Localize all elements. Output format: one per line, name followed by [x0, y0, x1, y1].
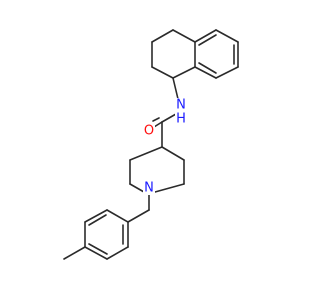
tolyl-double-1: [88, 214, 107, 226]
carbonyl-double-bond-a: [153, 121, 163, 128]
piperidine-nitrogen-label: N: [144, 181, 154, 196]
piperidine-bond-c4-c3: [161, 146, 185, 161]
aromatic-bond-5: [194, 66, 217, 79]
structure-diagram: O N H N: [63, 29, 239, 260]
aromatic-bond-1: [194, 29, 217, 43]
carbonyl-double-bond-b: [152, 117, 160, 122]
c1-nh-bond: [172, 77, 179, 100]
bond-layer: [63, 29, 239, 260]
piperidine-bond-c2-n1: [154, 183, 185, 193]
oxygen-label: O: [144, 124, 154, 139]
oxygen-atom: O: [143, 123, 155, 139]
tetralin-bond-c1-c2: [151, 66, 174, 79]
tolyl-bond-2: [84, 209, 108, 223]
amide-hydrogen-label: H: [176, 112, 186, 127]
tolyl-bond-1: [106, 209, 129, 223]
piperidine-bond-c6-n1: [129, 183, 145, 193]
aromatic-double-3: [198, 62, 217, 74]
piperidine-bond-c4-c5: [129, 146, 163, 161]
tolyl-double-2: [88, 243, 108, 255]
methyl-bond: [63, 246, 86, 260]
aromatic-bond-2: [215, 29, 239, 43]
ch2-aryl-bond: [127, 209, 150, 223]
tolyl-bond-5: [106, 246, 129, 260]
piperidine-nitrogen-atom: N: [143, 180, 155, 196]
tetralin-bond-c8a-c1: [172, 66, 196, 79]
amide-nitrogen-atom: N H: [175, 98, 187, 127]
aromatic-double-1: [198, 34, 217, 46]
amide-nitrogen-label: N: [176, 98, 186, 113]
tolyl-bond-4: [84, 246, 108, 260]
nh-carbonyl-bond: [161, 113, 177, 123]
aromatic-bond-4: [215, 66, 239, 79]
tetralin-bond-c4-c4a: [172, 29, 196, 43]
tetralin-bond-c3-c4: [151, 29, 174, 43]
